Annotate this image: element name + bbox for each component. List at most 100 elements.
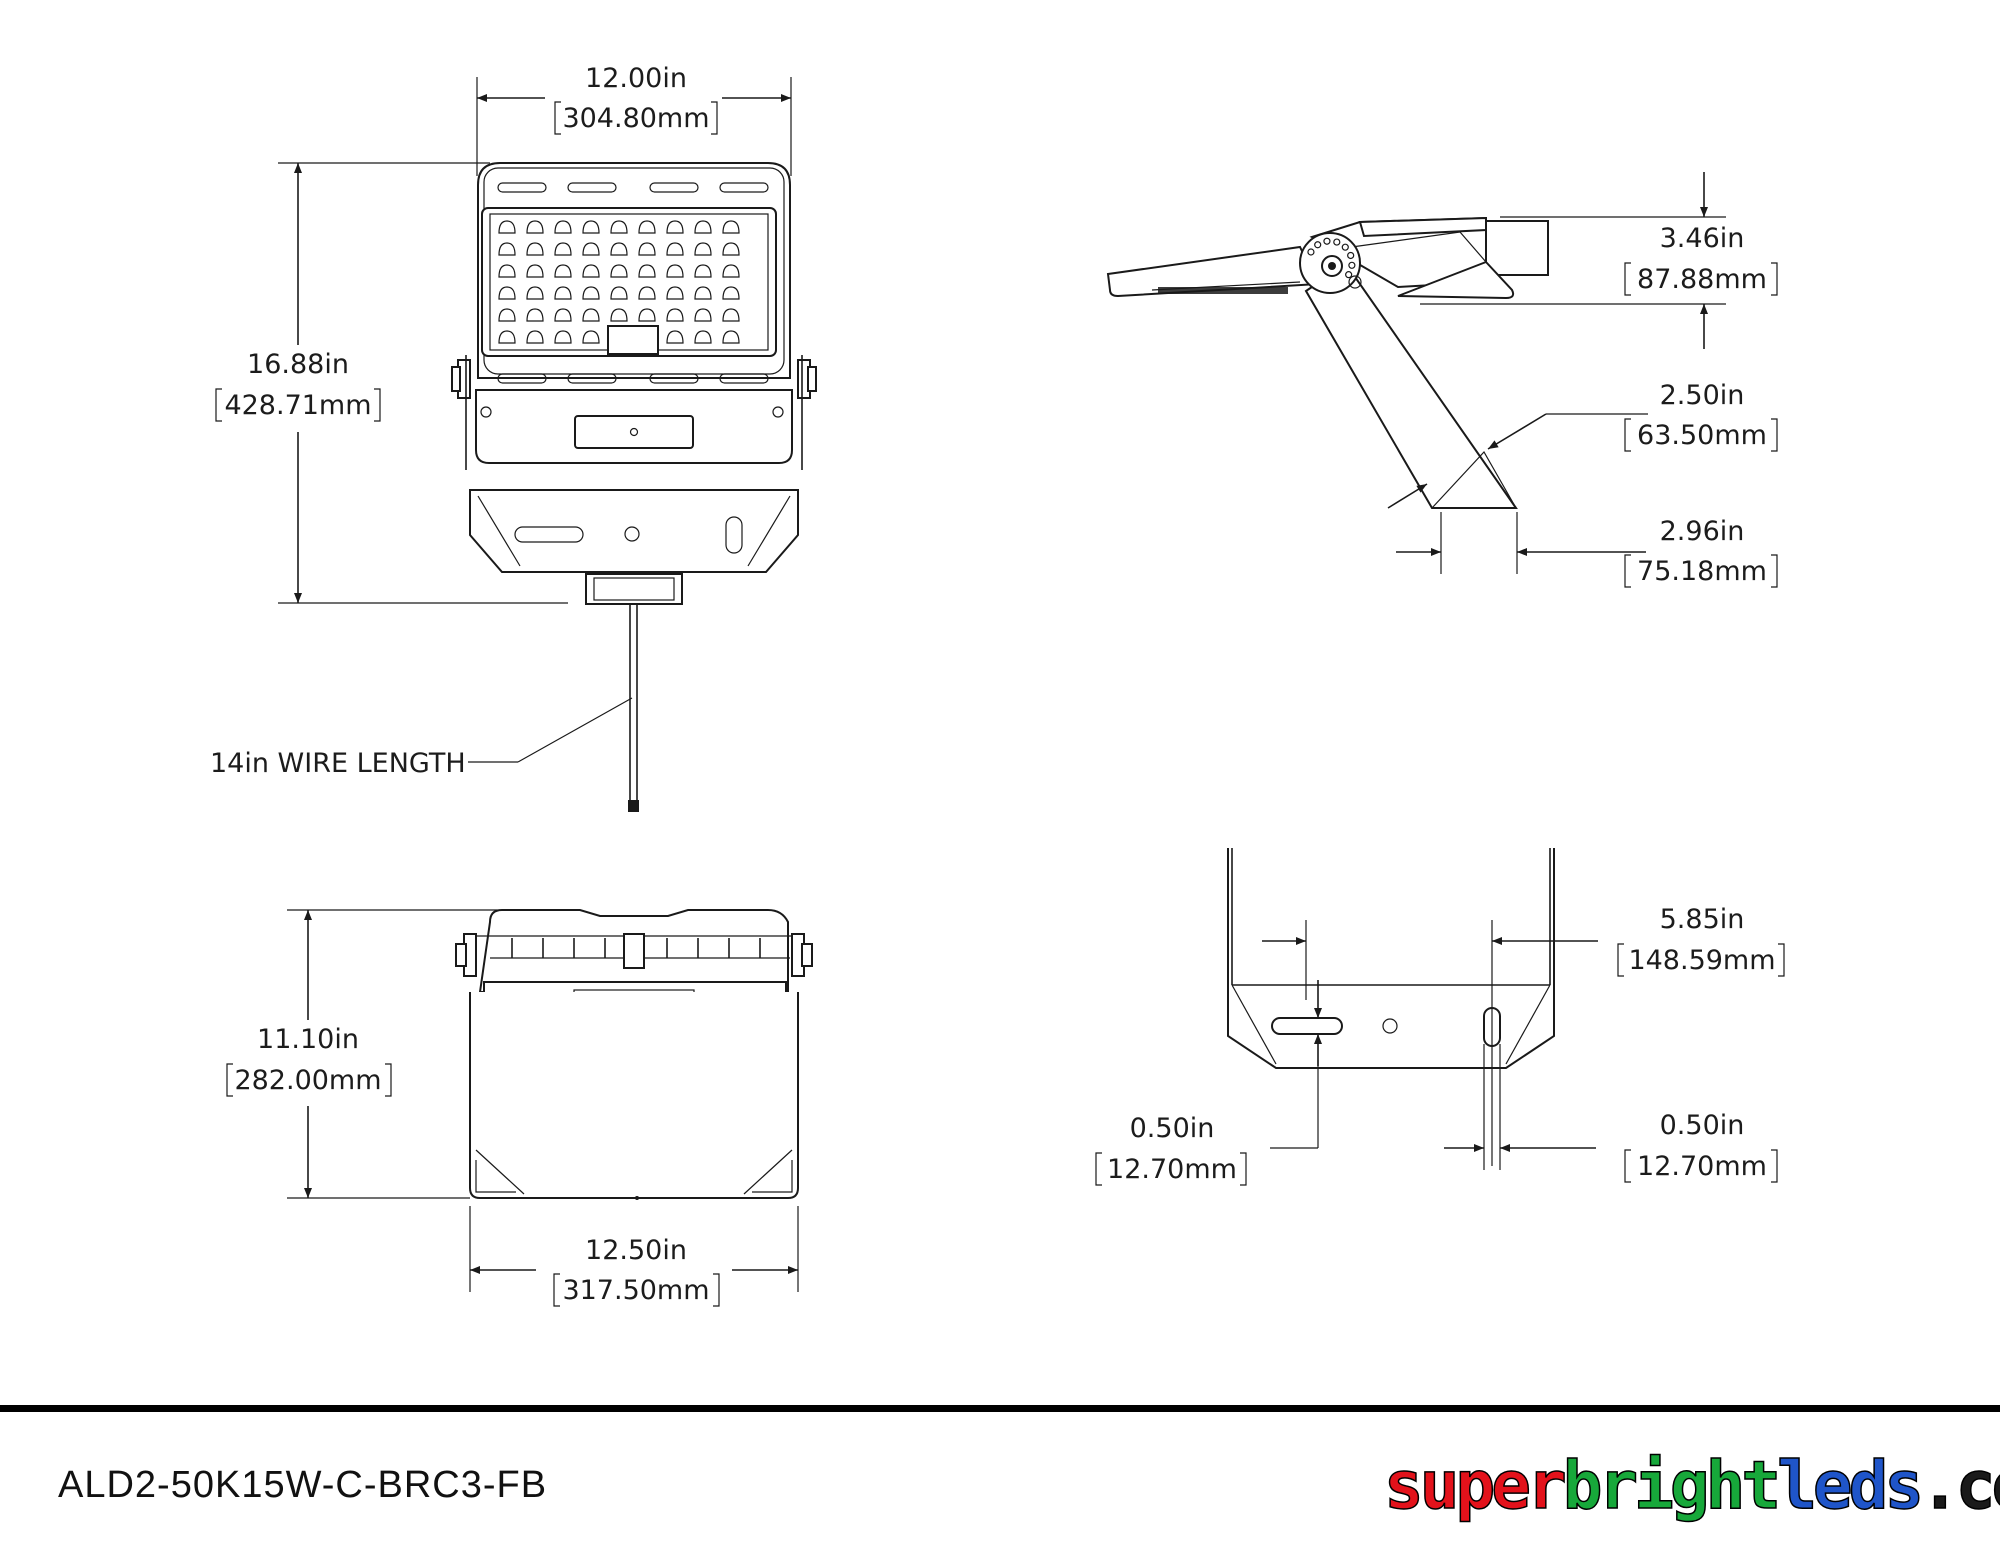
dim-slot-height-imperial: 0.50in: [1130, 1113, 1215, 1144]
led-lens: [554, 330, 572, 344]
led-lens: [694, 286, 712, 300]
driver-label-plate: [607, 325, 659, 355]
front-view: [451, 162, 817, 812]
dim-slot-height-metric: 12.70mm: [1107, 1154, 1237, 1185]
led-lens: [638, 242, 656, 256]
dim-bottom-width: 12.50in 317.50mm: [469, 1206, 799, 1307]
dim-slot-height: 0.50in 12.70mm: [1095, 980, 1322, 1186]
led-lens: [582, 308, 600, 322]
dim-bottom-height-imperial: 11.10in: [257, 1024, 359, 1055]
led-lens: [694, 220, 712, 234]
title-block-rule: [0, 1405, 2000, 1412]
led-lens: [722, 220, 740, 234]
dim-front-height-metric: 428.71mm: [224, 390, 371, 421]
dim-side-base-width-imperial: 2.96in: [1660, 516, 1745, 547]
led-lens: [498, 308, 516, 322]
trunnion-knob-left: [451, 359, 471, 399]
dim-slot-width-metric: 12.70mm: [1637, 1151, 1767, 1182]
part-number: ALD2-50K15W-C-BRC3-FB: [58, 1464, 547, 1506]
led-lens: [610, 220, 628, 234]
wire-length-callout: 14in WIRE LENGTH: [210, 697, 633, 779]
led-lens: [498, 286, 516, 300]
dim-slot-width-imperial: 0.50in: [1660, 1110, 1745, 1141]
led-lens: [498, 242, 516, 256]
dim-side-arm-width-metric: 63.50mm: [1637, 420, 1767, 451]
led-lens: [722, 264, 740, 278]
dim-side-base-width-metric: 75.18mm: [1637, 556, 1767, 587]
led-lens: [722, 308, 740, 322]
led-lens: [722, 286, 740, 300]
led-lens: [666, 264, 684, 278]
led-lens: [582, 264, 600, 278]
led-lens: [554, 220, 572, 234]
dim-front-width: 12.00in 304.80mm: [476, 63, 792, 176]
led-lens: [582, 330, 600, 344]
dim-side-depth-imperial: 3.46in: [1660, 223, 1745, 254]
led-lens: [638, 308, 656, 322]
dim-front-width-metric: 304.80mm: [562, 103, 709, 134]
led-lens: [610, 264, 628, 278]
led-lens: [666, 308, 684, 322]
dim-side-arm-width-imperial: 2.50in: [1660, 380, 1745, 411]
led-lens: [638, 220, 656, 234]
vent-slots-bottom: [497, 373, 769, 384]
wire-length-label: 14in WIRE LENGTH: [210, 748, 466, 779]
led-lens: [526, 286, 544, 300]
logo-segment-bright: bright: [1563, 1447, 1777, 1524]
led-lens: [498, 330, 516, 344]
led-lens: [694, 264, 712, 278]
led-lens: [666, 330, 684, 344]
dim-side-arm-width: 2.50in 63.50mm: [1387, 380, 1778, 509]
side-view: [1106, 216, 1549, 509]
led-lens: [498, 220, 516, 234]
vent-slots-top: [497, 182, 769, 193]
led-lens: [666, 286, 684, 300]
superbrightleds-logo: superbrightleds.com: [1384, 1447, 2000, 1524]
led-lens: [526, 220, 544, 234]
led-lens: [582, 220, 600, 234]
led-lens: [526, 264, 544, 278]
led-lens: [498, 264, 516, 278]
led-lens: [582, 286, 600, 300]
led-lens: [526, 308, 544, 322]
led-lens: [554, 242, 572, 256]
led-lens: [554, 264, 572, 278]
mount-bracket-view: [1227, 848, 1555, 1069]
led-lens: [610, 242, 628, 256]
logo-segment-com: .com: [1920, 1447, 2000, 1524]
dim-mount-spacing: 5.85in 148.59mm: [1262, 904, 1785, 1166]
led-lens: [694, 308, 712, 322]
dim-bottom-height-metric: 282.00mm: [234, 1065, 381, 1096]
dim-bottom-height: 11.10in 282.00mm: [226, 909, 528, 1199]
dim-side-depth-metric: 87.88mm: [1637, 264, 1767, 295]
logo-segment-leds: leds: [1777, 1447, 1920, 1524]
led-lens: [638, 264, 656, 278]
led-lens: [694, 330, 712, 344]
dim-front-height: 16.88in 428.71mm: [215, 162, 568, 604]
led-lens: [666, 242, 684, 256]
dim-side-depth: 3.46in 87.88mm: [1420, 172, 1778, 349]
logo-segment-super: super: [1384, 1447, 1565, 1524]
dim-mount-spacing-imperial: 5.85in: [1660, 904, 1745, 935]
dim-bottom-width-metric: 317.50mm: [562, 1275, 709, 1306]
led-lens: [610, 286, 628, 300]
led-lens: [666, 220, 684, 234]
led-lens: [638, 286, 656, 300]
led-lens: [722, 242, 740, 256]
led-array: [498, 220, 740, 344]
bottom-view: [455, 909, 813, 1200]
led-lens: [526, 242, 544, 256]
led-lens: [554, 308, 572, 322]
led-lens: [582, 242, 600, 256]
dim-front-height-imperial: 16.88in: [247, 349, 349, 380]
led-lens: [526, 330, 544, 344]
led-lens: [554, 286, 572, 300]
led-lens: [722, 330, 740, 344]
trunnion-knob-right: [797, 359, 817, 399]
dim-slot-width: 0.50in 12.70mm: [1444, 1044, 1778, 1183]
hinge-knuckle: [1299, 232, 1362, 294]
led-lens: [610, 308, 628, 322]
dim-side-base-width: 2.96in 75.18mm: [1396, 512, 1778, 588]
photocell-receptacle: [574, 415, 694, 449]
